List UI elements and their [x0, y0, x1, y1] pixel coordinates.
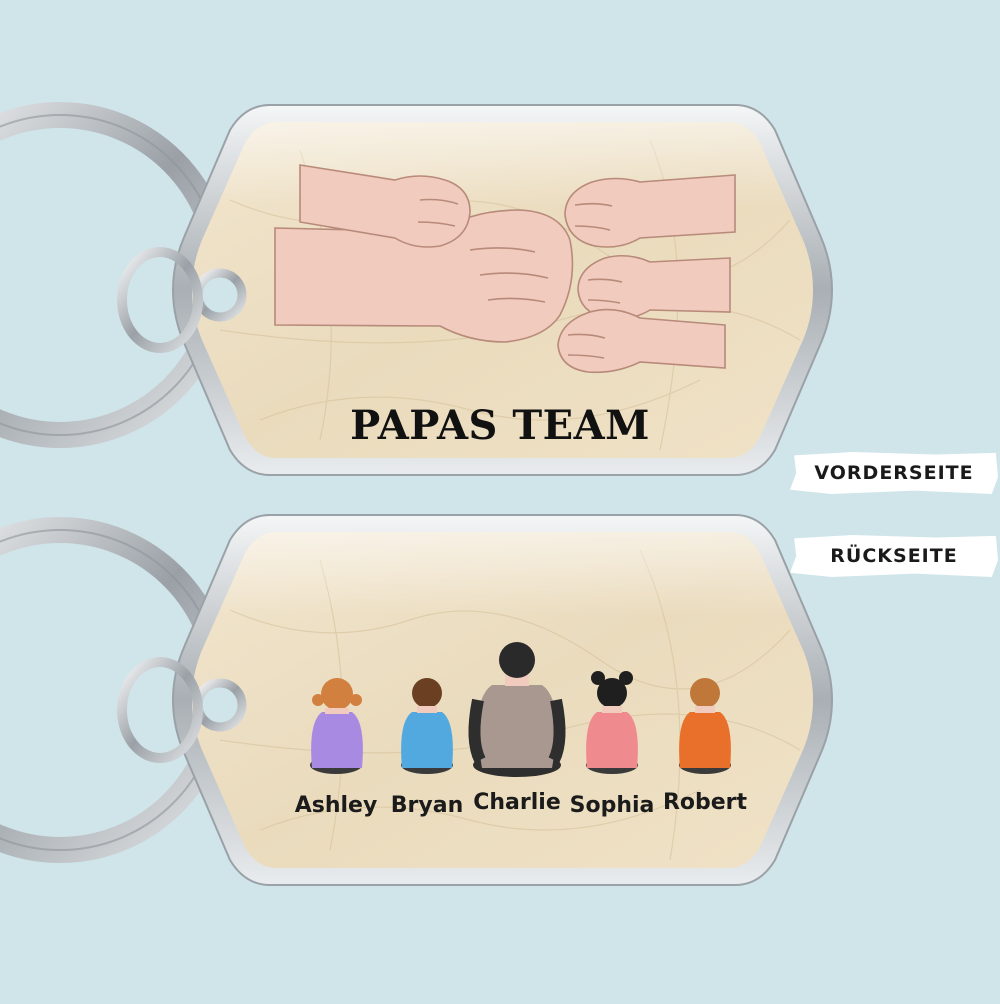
child-name-robert: Robert	[662, 790, 748, 815]
child-name-charlie: Charlie	[473, 790, 561, 815]
fist-bump-illustration	[274, 164, 736, 374]
back-side-label-text: RÜCKSEITE	[830, 545, 958, 567]
figure-charlie	[468, 642, 566, 777]
child-name-bryan: Bryan	[390, 793, 464, 818]
tag-hole	[193, 678, 247, 732]
tag-hole	[193, 268, 247, 322]
jump-ring	[117, 247, 203, 353]
figure-robert	[679, 678, 731, 774]
back-side-label: RÜCKSEITE	[790, 535, 998, 577]
figure-sophia	[586, 671, 638, 774]
back-keychain	[0, 514, 834, 886]
jump-ring	[117, 657, 203, 763]
front-side-label-text: VORDERSEITE	[814, 462, 974, 484]
figure-bryan	[401, 678, 453, 774]
front-keychain	[0, 102, 834, 476]
front-side-label: VORDERSEITE	[790, 452, 998, 494]
figure-ashley	[310, 678, 363, 774]
child-name-sophia: Sophia	[569, 793, 655, 818]
child-name-ashley: Ashley	[294, 793, 378, 818]
front-tag-title: PAPAS TEAM	[350, 402, 650, 449]
